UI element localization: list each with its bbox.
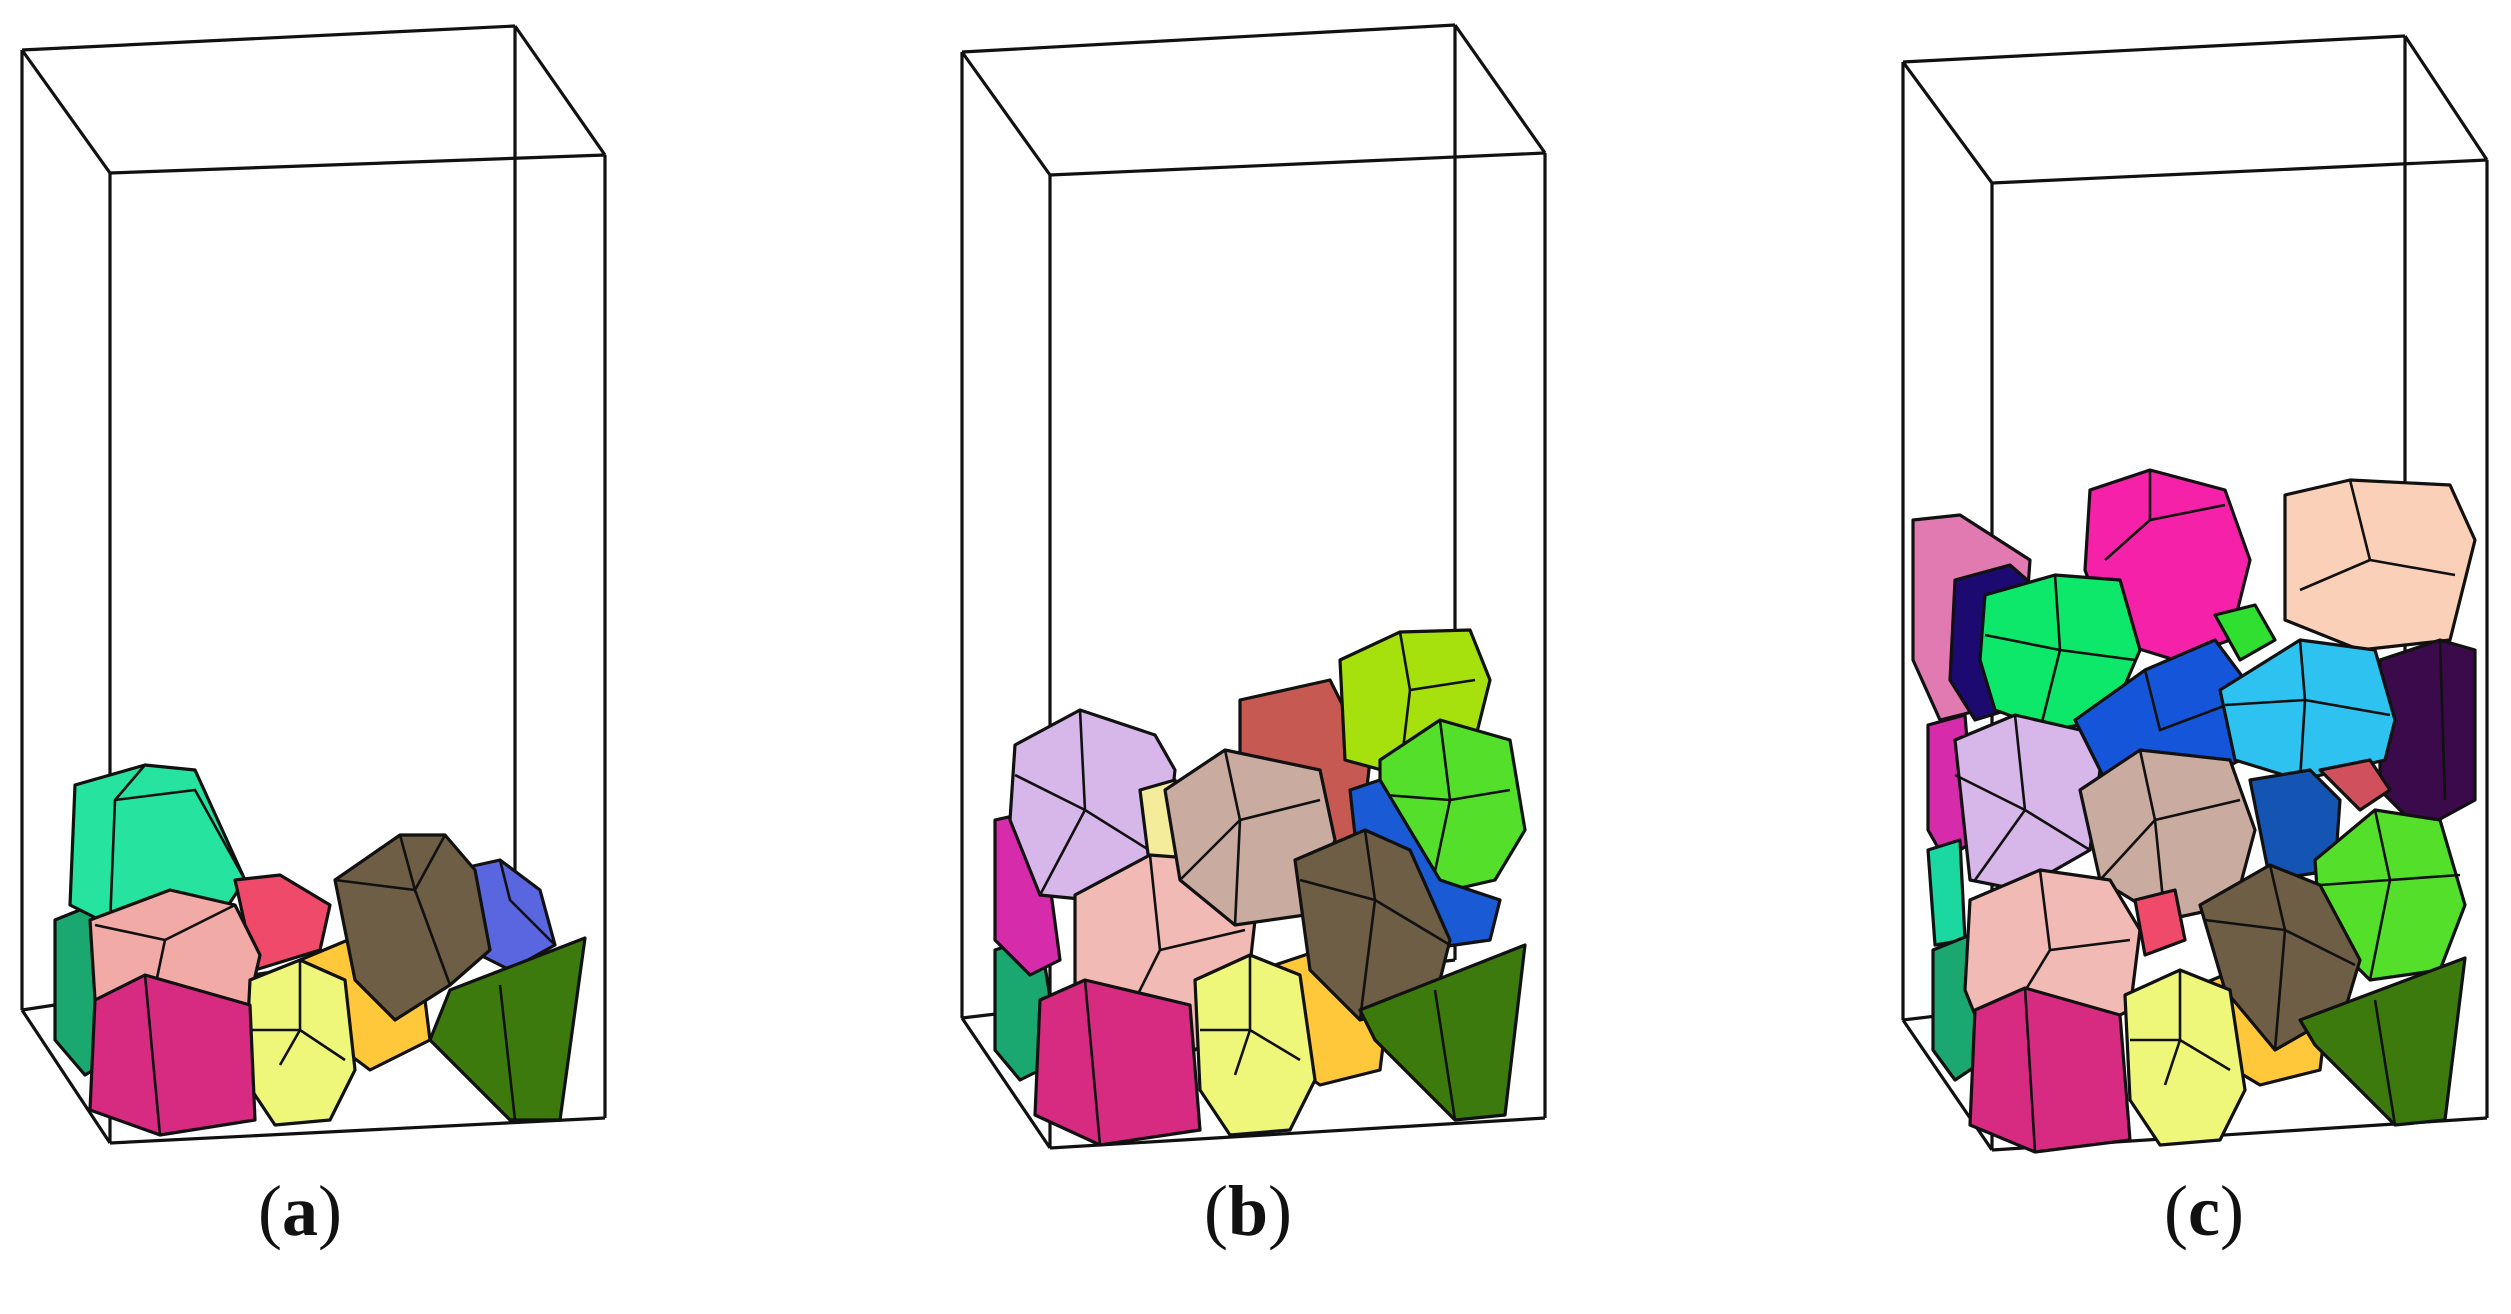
particle <box>2283 478 2477 652</box>
particle <box>2198 863 2362 1052</box>
panel-c <box>1860 0 2511 1314</box>
particle <box>428 936 587 1122</box>
panel-c-particles <box>1911 468 2477 1154</box>
panel-c-caption: (c) <box>2164 1171 2244 1251</box>
particle <box>2318 758 2392 812</box>
panel-b <box>930 0 1670 1314</box>
particle <box>2123 968 2247 1147</box>
particle <box>1193 953 1317 1137</box>
panel-a <box>0 0 660 1314</box>
panel-a-caption: (a) <box>258 1171 342 1251</box>
panel-b-caption: (b) <box>1204 1171 1293 1251</box>
particle <box>333 833 492 1022</box>
particle <box>2213 603 2277 662</box>
particle <box>2218 638 2397 782</box>
panel-b-particles <box>993 628 1527 1147</box>
panel-a-particles <box>53 763 587 1137</box>
particle <box>2133 888 2187 957</box>
particle <box>2248 768 2342 882</box>
packing-figure <box>20 23 2489 1154</box>
